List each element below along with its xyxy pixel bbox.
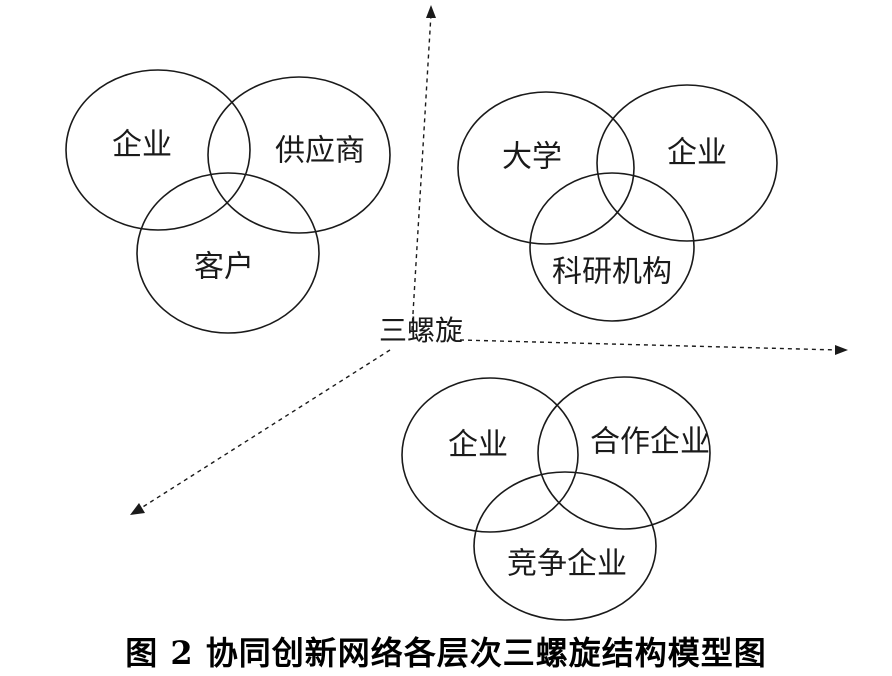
label-supplier: 供应商 <box>275 134 365 169</box>
circle-enterprise-2 <box>596 84 778 242</box>
circle-university <box>457 91 635 245</box>
circle-enterprise <box>65 69 251 231</box>
axis-down-left-arrowhead <box>130 503 145 515</box>
axis-down-left <box>137 349 391 511</box>
circle-enterprise-3 <box>401 377 579 533</box>
cluster-enterprise-supplier-customer: 企业 供应商 客户 <box>65 69 391 334</box>
figure-caption: 图 2 协同创新网络各层次三螺旋结构模型图 <box>125 634 767 672</box>
circle-supplier <box>207 76 391 234</box>
label-competitor-enterprise: 竞争企业 <box>507 547 627 582</box>
label-customer: 客户 <box>194 250 254 285</box>
axis-right-arrowhead <box>835 345 848 355</box>
label-university: 大学 <box>502 140 562 175</box>
axis-up <box>411 13 432 331</box>
axes <box>130 5 848 515</box>
label-research-institute: 科研机构 <box>552 255 672 290</box>
circle-competitor-enterprise <box>473 471 657 621</box>
label-enterprise-3: 企业 <box>448 428 508 463</box>
circle-research-institute <box>529 172 695 322</box>
circle-customer <box>136 172 320 334</box>
axis-up-arrowhead <box>426 5 436 18</box>
center-label: 三螺旋 <box>379 314 463 347</box>
axis-right <box>459 339 839 351</box>
label-enterprise-2: 企业 <box>667 136 727 171</box>
circle-partner-enterprise <box>537 376 711 530</box>
label-partner-enterprise: 合作企业 <box>590 425 710 460</box>
cluster-university-enterprise-research: 大学 企业 科研机构 <box>457 84 778 322</box>
label-enterprise: 企业 <box>112 128 172 163</box>
cluster-enterprise-partner-competitor: 企业 合作企业 竞争企业 <box>401 376 711 621</box>
